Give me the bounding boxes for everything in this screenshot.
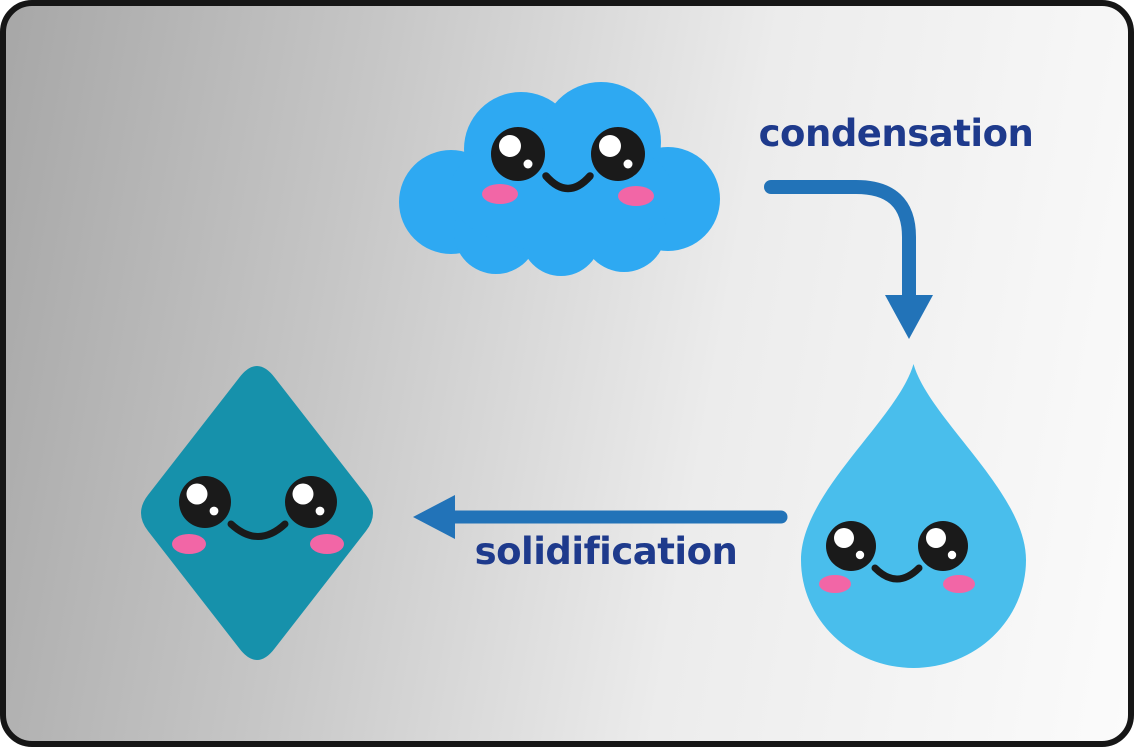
ice-crystal-icon <box>141 366 373 660</box>
arrowhead-left-icon <box>413 495 455 539</box>
eye-icon <box>591 127 645 181</box>
smile-icon <box>871 564 923 583</box>
solidification-label: solidification <box>474 530 738 573</box>
condensation-label: condensation <box>758 112 1034 155</box>
crystal-body <box>141 366 373 660</box>
cloud-body <box>399 82 720 276</box>
cloud-face <box>482 127 654 206</box>
cheek-icon <box>172 534 206 554</box>
cheek-icon <box>482 184 518 204</box>
cheek-icon <box>618 186 654 206</box>
solidification-arrow-icon <box>413 495 788 539</box>
droplet-face <box>819 521 975 593</box>
cheek-icon <box>310 534 344 554</box>
cheek-icon <box>943 575 975 593</box>
droplet-body <box>801 364 1026 668</box>
eye-icon <box>918 521 968 571</box>
crystal-face <box>172 476 344 554</box>
arrowhead-down-icon <box>885 295 933 339</box>
cheek-icon <box>819 575 851 593</box>
water-drop-icon <box>801 364 1026 668</box>
eye-icon <box>826 521 876 571</box>
smile-icon <box>227 520 289 540</box>
condensation-arrow-icon <box>764 180 933 339</box>
cloud-icon <box>399 82 720 276</box>
eye-icon <box>285 476 337 528</box>
eye-icon <box>179 476 231 528</box>
smile-icon <box>542 172 594 193</box>
eye-icon <box>491 127 545 181</box>
